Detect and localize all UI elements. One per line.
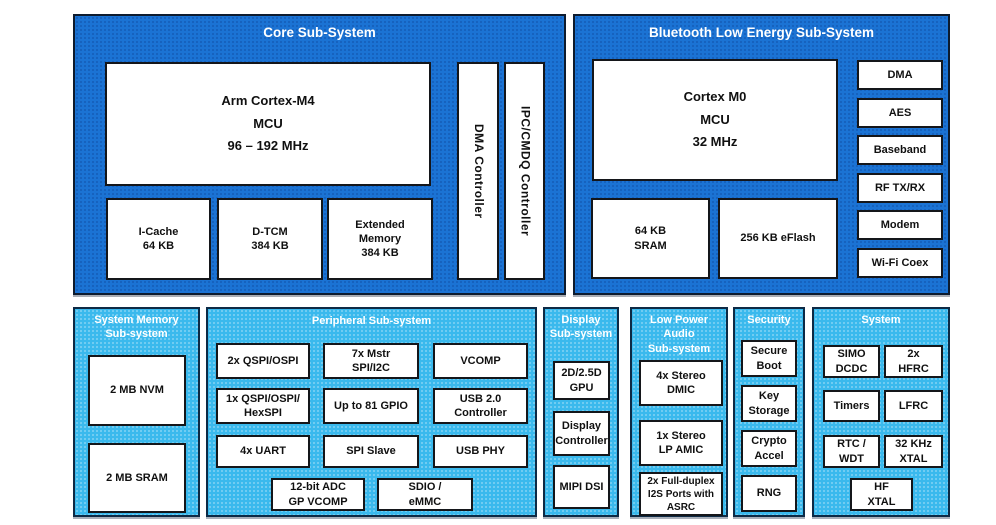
block-lfrc: LFRC <box>884 390 943 422</box>
system-title: System <box>861 314 901 326</box>
peripheral-panel: Peripheral Sub-system 2x QSPI/OSPI 7x Ms… <box>206 307 537 517</box>
block-rng: RNG <box>741 475 797 512</box>
block-rf-tx-rx: RF TX/RX <box>857 173 943 203</box>
peripheral-title: Peripheral Sub-system <box>311 315 432 327</box>
block-sdio-emmc: SDIO /eMMC <box>377 478 473 511</box>
core-subsystem-title: Core Sub-System <box>263 25 376 40</box>
block-usb-phy: USB PHY <box>433 435 528 468</box>
block-256kb-eflash: 256 KB eFlash <box>718 198 838 279</box>
block-2mb-sram: 2 MB SRAM <box>88 443 186 513</box>
block-aes: AES <box>857 98 943 128</box>
block-baseband: Baseband <box>857 135 943 165</box>
block-spi-slave: SPI Slave <box>323 435 419 468</box>
block-1x-qspi-ospi-hexspi: 1x QSPI/OSPI/HexSPI <box>216 388 310 424</box>
block-modem: Modem <box>857 210 943 240</box>
block-dma-controller: DMA Controller <box>457 62 499 280</box>
block-2x-qspi-ospi: 2x QSPI/OSPI <box>216 343 310 379</box>
block-timers: Timers <box>823 390 880 422</box>
block-gpio: Up to 81 GPIO <box>323 388 419 424</box>
block-ipc-cmdq-controller: IPC/CMDQ Controller <box>504 62 545 280</box>
block-vcomp: VCOMP <box>433 343 528 379</box>
ble-subsystem-panel: Bluetooth Low Energy Sub-System Cortex M… <box>573 14 950 295</box>
security-title: Security <box>747 314 791 326</box>
block-4x-uart: 4x UART <box>216 435 310 468</box>
block-wifi-coex: Wi-Fi Coex <box>857 248 943 278</box>
block-2mb-nvm: 2 MB NVM <box>88 355 186 426</box>
block-mipi-dsi: MIPI DSI <box>553 465 610 509</box>
ble-subsystem-title: Bluetooth Low Energy Sub-System <box>648 25 875 40</box>
block-rtc-wdt: RTC /WDT <box>823 435 880 468</box>
block-ble-dma: DMA <box>857 60 943 90</box>
